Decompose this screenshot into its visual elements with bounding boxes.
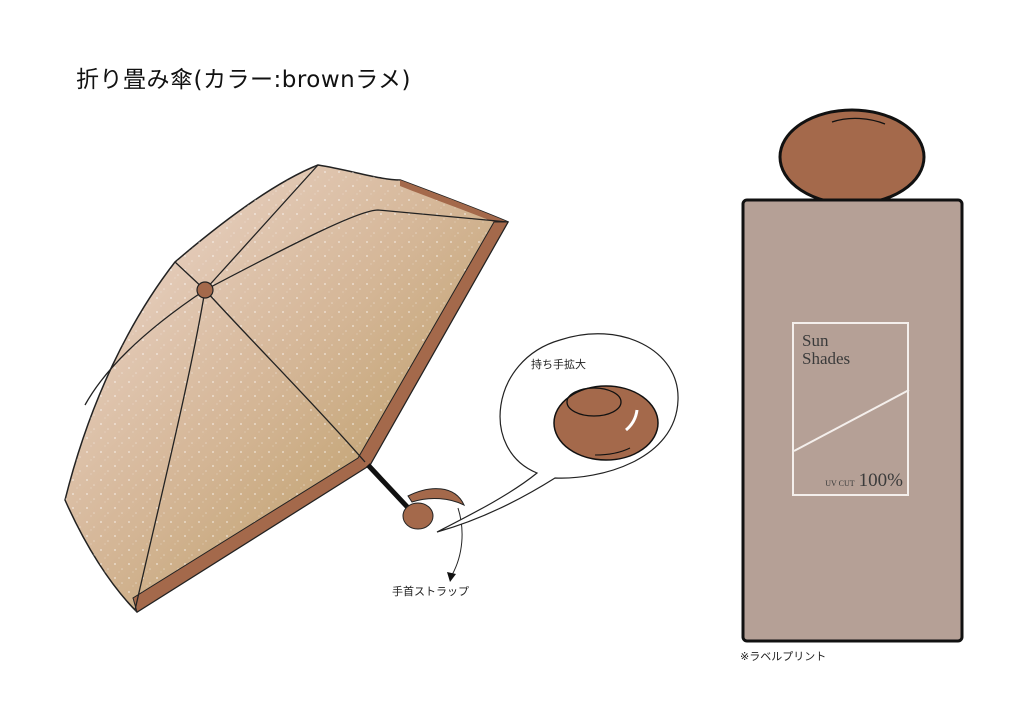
page-title: 折り畳み傘(カラー:brownラメ)	[76, 67, 412, 93]
umbrella-handle	[366, 463, 466, 530]
handle-zoom-label: 持ち手拡大	[531, 358, 586, 371]
brand-name: Sun Shades	[802, 332, 850, 368]
arrow-head-icon	[447, 572, 456, 582]
umbrella-case	[741, 108, 964, 643]
label-print-note: ※ラベルプリント	[740, 650, 827, 663]
strap-arrow	[451, 507, 463, 576]
wrist-strap-label: 手首ストラップ	[392, 585, 469, 598]
umbrella-canopy	[64, 164, 510, 613]
brand-line-1: Sun	[802, 331, 829, 350]
uv-cut-value: 100%	[858, 470, 903, 491]
handle-zoom-drawing	[553, 385, 659, 461]
uv-cut-text: UV CUT	[825, 479, 855, 488]
brand-line-2: Shades	[802, 349, 851, 368]
